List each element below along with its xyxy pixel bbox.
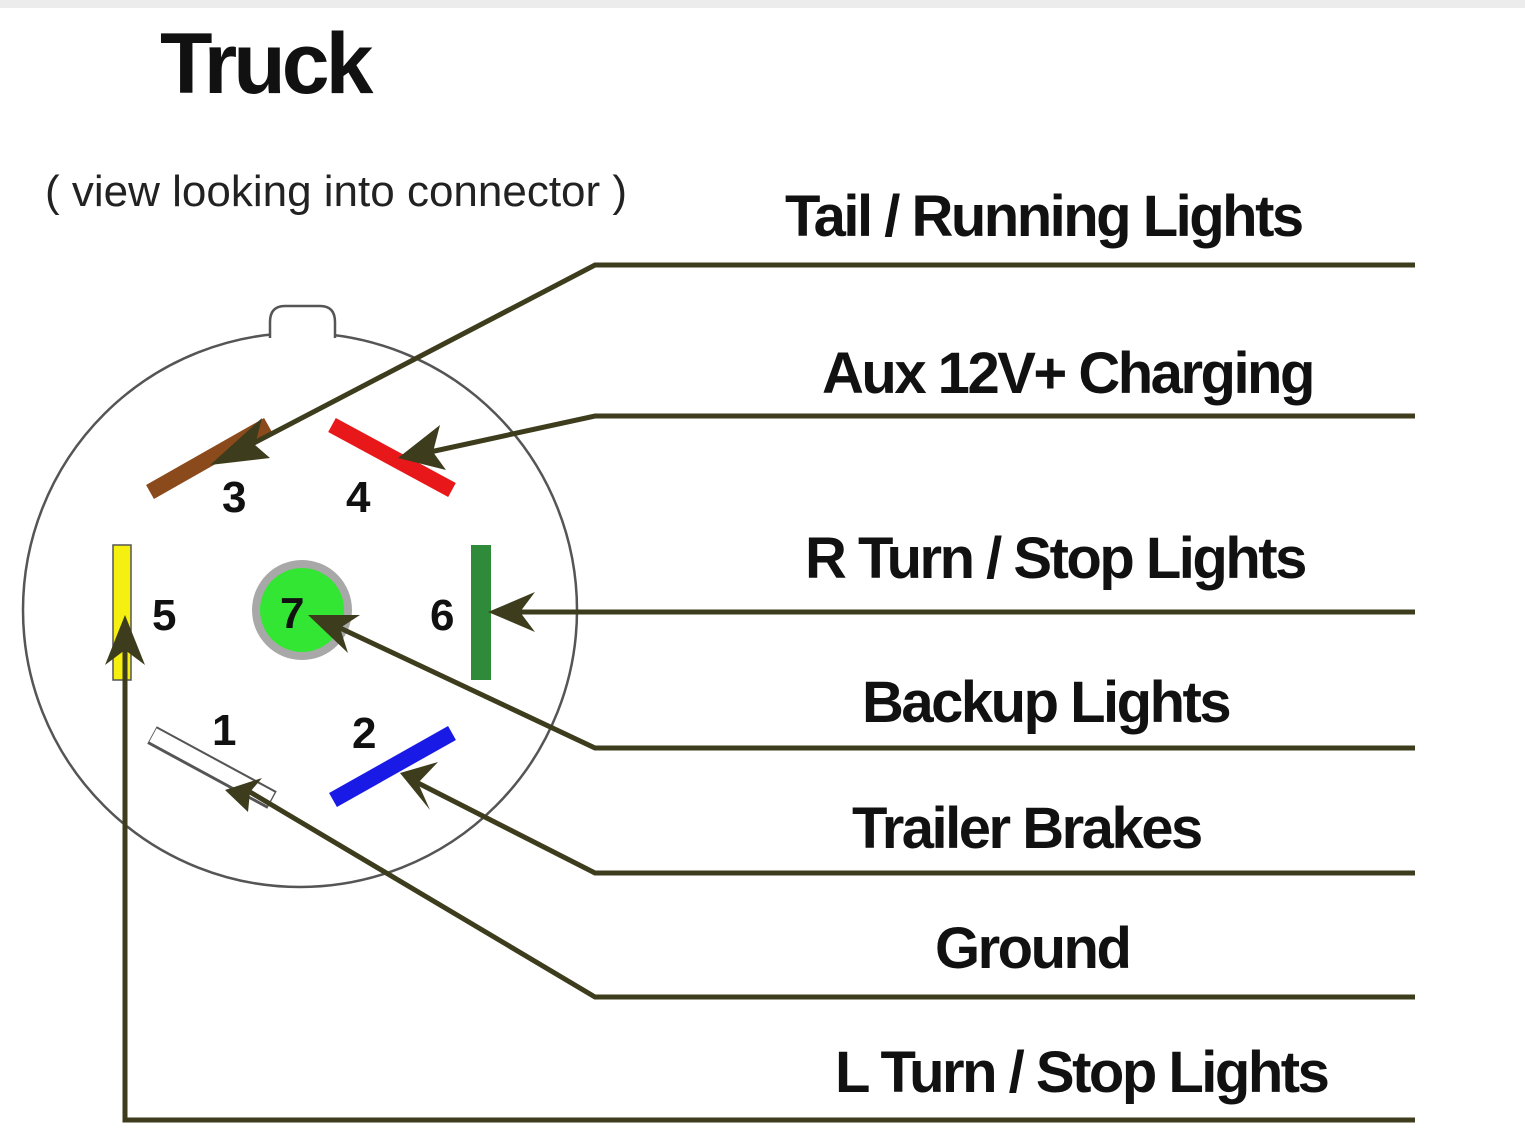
pin-6-contact xyxy=(471,545,491,680)
pin-number-5: 5 xyxy=(152,591,176,640)
wire-pin-7 xyxy=(338,625,1415,751)
arrow-pin-6 xyxy=(488,592,535,632)
pin-numbers: 3 4 5 6 7 1 2 xyxy=(152,473,454,758)
pin-4-contact xyxy=(328,417,456,498)
label-trailer-brakes: Trailer Brakes xyxy=(852,796,1201,861)
pin-5-contact xyxy=(112,544,132,681)
pin-number-3: 3 xyxy=(222,473,246,522)
pin-number-2: 2 xyxy=(352,709,376,758)
top-strip xyxy=(0,0,1525,8)
arrow-pin-5 xyxy=(105,615,145,665)
arrowheads xyxy=(105,418,535,812)
arrow-pin-2 xyxy=(400,762,438,810)
label-r-turn-stop: R Turn / Stop Lights xyxy=(805,526,1305,591)
diagram-subtitle: ( view looking into connector ) xyxy=(45,167,627,216)
diagram-title: Truck xyxy=(160,16,374,112)
label-l-turn-stop: L Turn / Stop Lights xyxy=(835,1040,1328,1105)
arrow-pin-7 xyxy=(308,615,360,653)
label-tail-running-lights: Tail / Running Lights xyxy=(785,184,1302,249)
pin-7-contact xyxy=(252,560,352,660)
wire-pin-1 xyxy=(248,789,1415,1000)
wire-labels: Tail / Running Lights Aux 12V+ Charging … xyxy=(785,184,1330,1105)
wire-pin-2 xyxy=(416,780,1415,876)
arrow-pin-1 xyxy=(225,778,262,812)
wire-pin-5 xyxy=(122,650,1415,1123)
pin-number-4: 4 xyxy=(346,473,371,522)
label-aux-charging: Aux 12V+ Charging xyxy=(822,341,1313,406)
pin-number-7: 7 xyxy=(280,589,304,638)
arrow-pin-4 xyxy=(398,425,446,470)
wire-pin-3 xyxy=(248,262,1415,448)
pin-2-contact xyxy=(329,726,456,807)
pin-number-6: 6 xyxy=(430,591,454,640)
label-backup-lights: Backup Lights xyxy=(862,670,1229,735)
wire-pin-4 xyxy=(429,413,1415,455)
arrow-pin-3 xyxy=(210,418,270,465)
label-ground: Ground xyxy=(935,916,1129,981)
pin-number-1: 1 xyxy=(212,706,236,755)
wires xyxy=(122,262,1415,1123)
